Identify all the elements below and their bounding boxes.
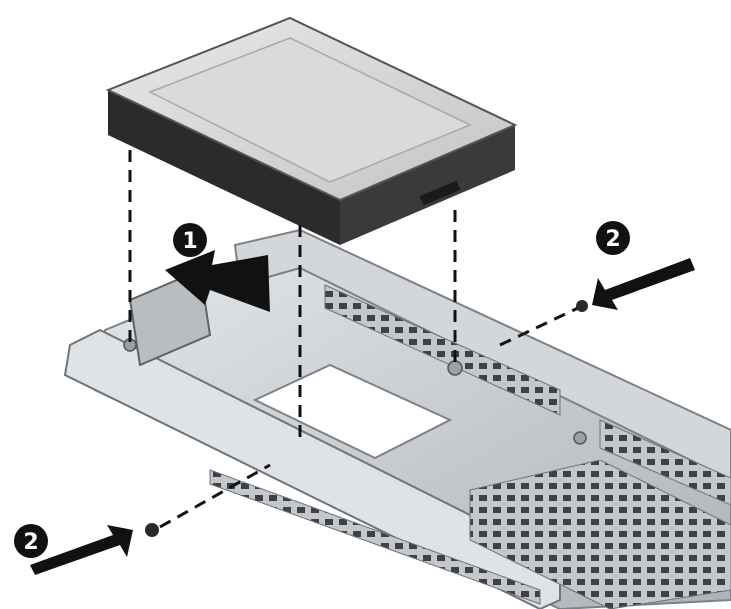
callout-step-2-right: 2	[596, 221, 630, 255]
callout-step-1-text: 1	[182, 229, 197, 254]
mount-post-2	[574, 432, 586, 444]
screw-left	[145, 523, 159, 537]
callout-step-2-right-text: 2	[605, 227, 620, 252]
screw-right	[576, 300, 588, 312]
callout-step-2-left: 2	[14, 524, 48, 558]
mount-post-1	[448, 361, 462, 375]
callout-step-1: 1	[173, 223, 207, 257]
insert-arrow-right-icon	[592, 258, 695, 310]
callout-step-2-left-text: 2	[23, 530, 38, 555]
